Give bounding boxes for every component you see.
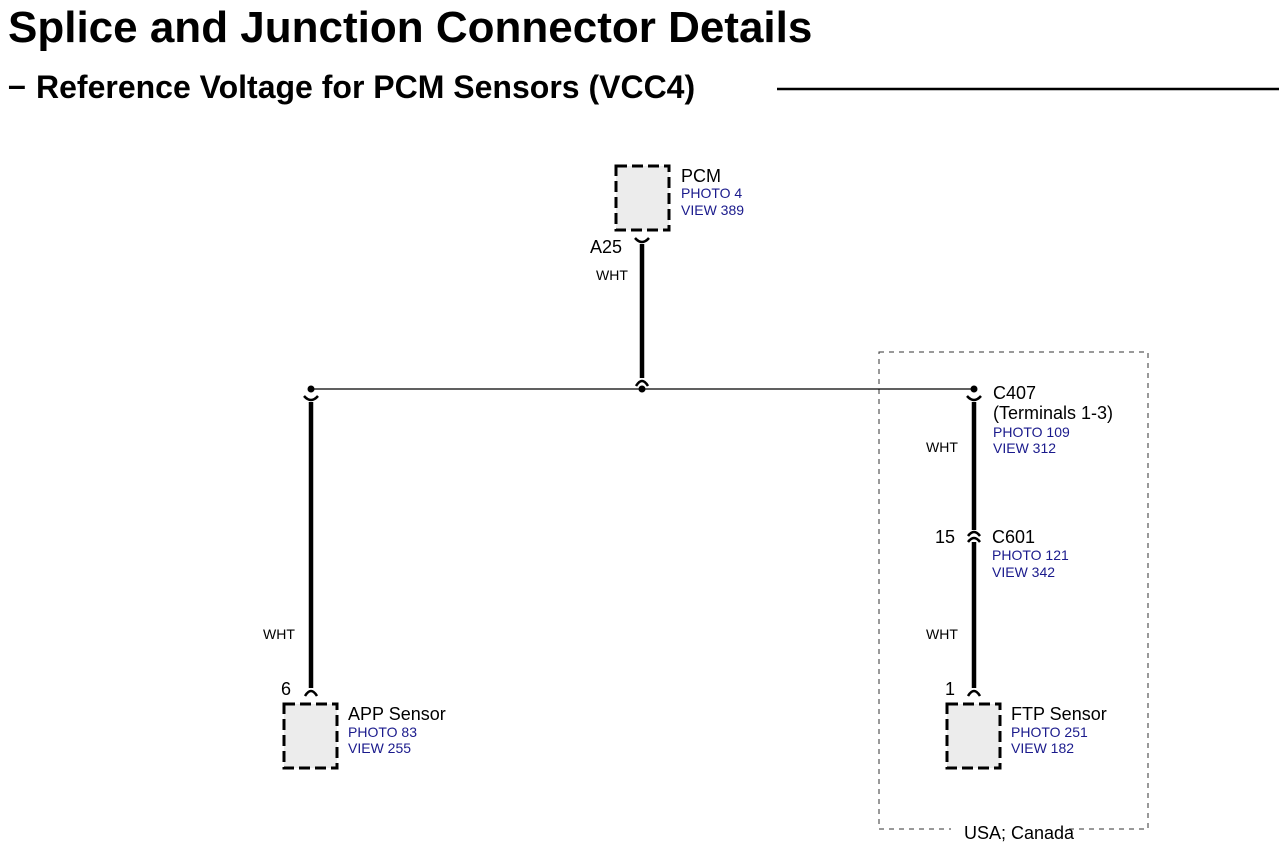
pcm-terminal [634, 237, 650, 244]
pcm-photo: PHOTO 4 [681, 185, 742, 201]
c407-name: C407 [993, 383, 1036, 403]
region-label-bg [951, 818, 1065, 840]
c601-terminal-lower [967, 536, 981, 543]
c407-photo: PHOTO 109 [993, 424, 1070, 440]
app-name: APP Sensor [348, 704, 446, 724]
ftp-terminal [966, 689, 982, 697]
c601-pin: 15 [935, 527, 955, 547]
pcm-name: PCM [681, 166, 721, 186]
app-terminal [303, 689, 319, 697]
c407-terminal [966, 395, 982, 402]
app-box [282, 702, 339, 770]
c601-photo: PHOTO 121 [992, 547, 1069, 563]
pcm-wire-color: WHT [596, 267, 628, 283]
app-photo: PHOTO 83 [348, 724, 417, 740]
page-subtitle: Reference Voltage for PCM Sensors (VCC4) [36, 69, 695, 105]
ftp-pin: 1 [945, 679, 955, 699]
ftp-name: FTP Sensor [1011, 704, 1107, 724]
c407-view: VIEW 312 [993, 440, 1056, 456]
c601-name: C601 [992, 527, 1035, 547]
pcm-view: VIEW 389 [681, 202, 744, 218]
c407-c601-wire-color: WHT [926, 439, 958, 455]
c601-view: VIEW 342 [992, 564, 1055, 580]
app-view: VIEW 255 [348, 740, 411, 756]
pcm-pin: A25 [590, 237, 622, 257]
ftp-photo: PHOTO 251 [1011, 724, 1088, 740]
splice-dot [638, 385, 646, 393]
ftp-box [945, 702, 1002, 770]
app-wire-color: WHT [263, 626, 295, 642]
app-pin: 6 [281, 679, 291, 699]
subtitle-dash: – [8, 67, 26, 103]
splice-terminal [634, 379, 650, 387]
app-branch-dot [307, 385, 315, 393]
c407-dot [970, 385, 978, 393]
c601-terminal-upper [967, 530, 981, 537]
region-label: USA; Canada [964, 823, 1075, 843]
c601-ftp-wire-color: WHT [926, 626, 958, 642]
app-top-terminal [303, 395, 319, 402]
page-title: Splice and Junction Connector Details [8, 3, 812, 52]
c407-note: (Terminals 1-3) [993, 403, 1113, 423]
pcm-box [614, 164, 671, 232]
ftp-view: VIEW 182 [1011, 740, 1074, 756]
